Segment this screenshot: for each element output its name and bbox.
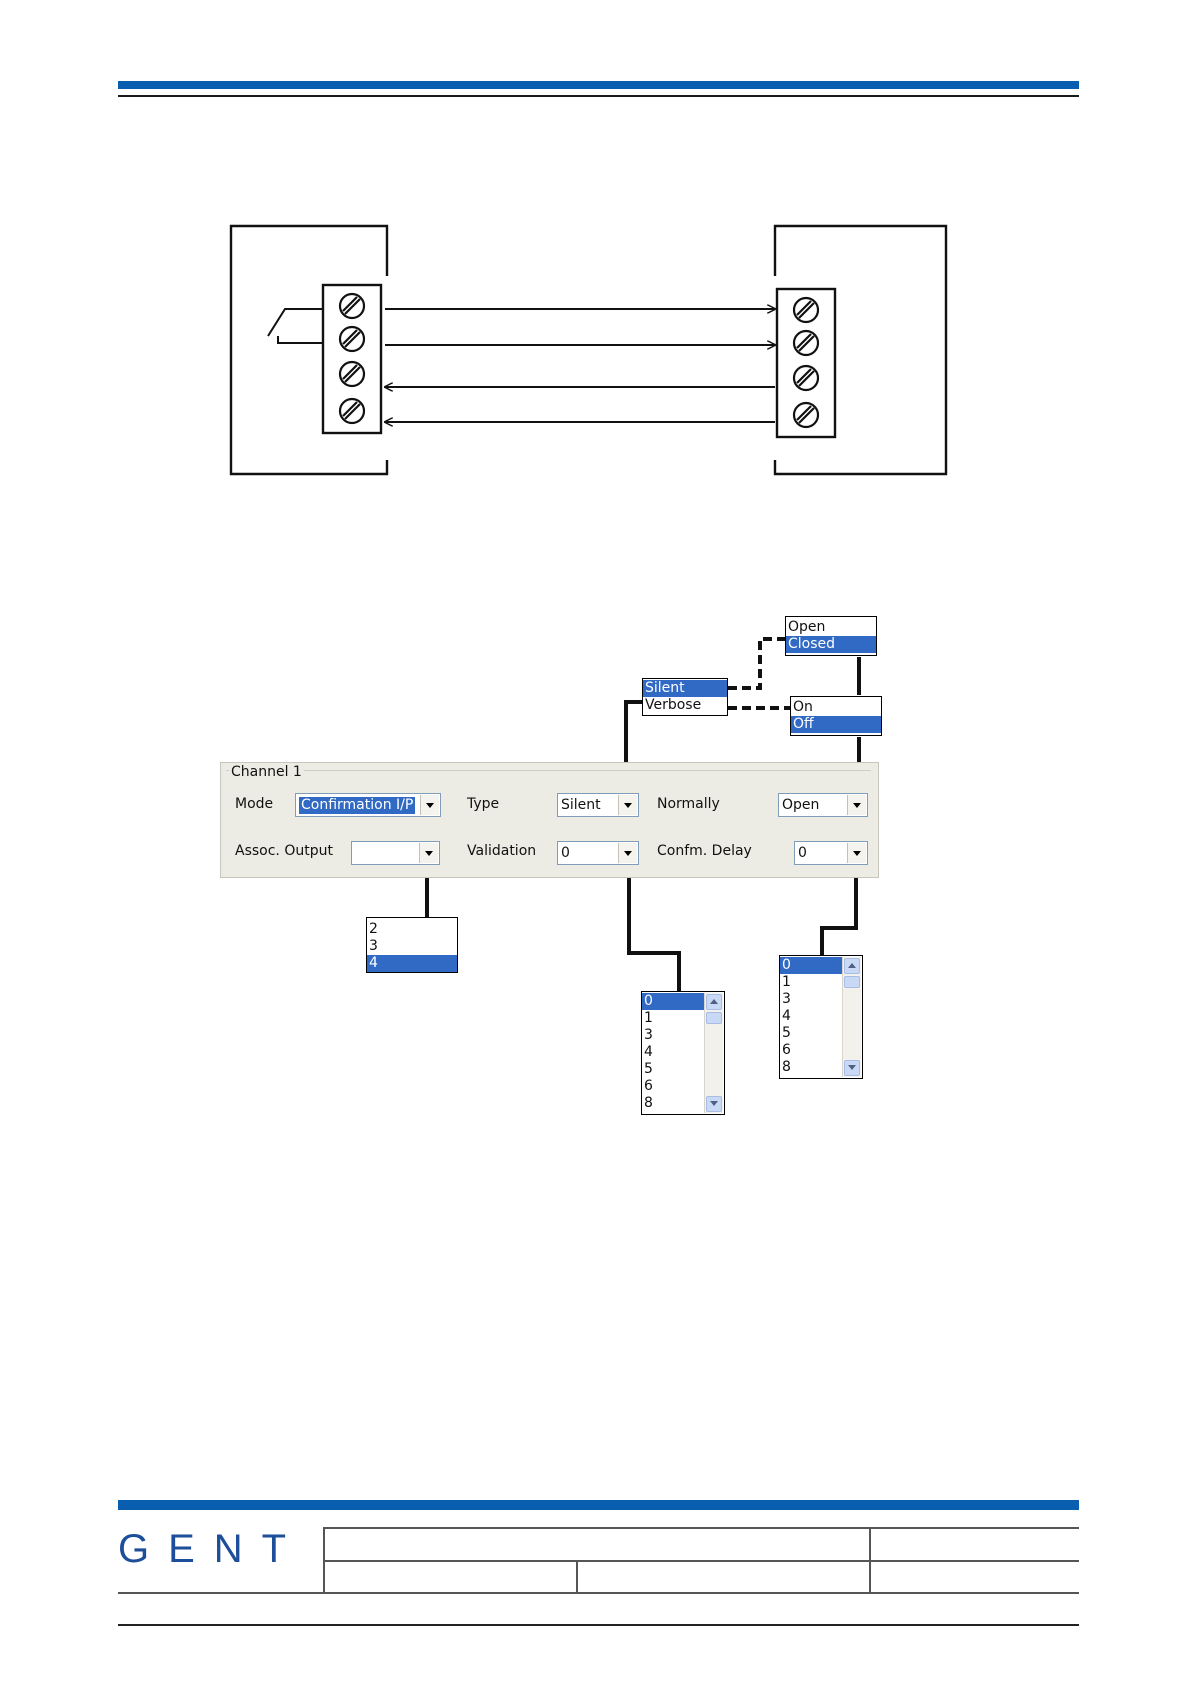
footer-table-col-3	[576, 1560, 578, 1593]
list-item[interactable]: On	[791, 699, 881, 716]
footer-table-col-1	[323, 1527, 325, 1593]
normally-value: Open	[782, 797, 819, 814]
list-item[interactable]: Closed	[786, 636, 876, 653]
type-combo[interactable]: Silent	[557, 793, 639, 817]
footer-rule-blue	[118, 1500, 1079, 1510]
list-item[interactable]: 8	[642, 1095, 704, 1112]
footer-table-mid	[323, 1560, 1079, 1562]
list-item[interactable]: 0	[642, 993, 704, 1010]
list-item[interactable]: 3	[367, 938, 457, 955]
list-item[interactable]: 1	[780, 974, 842, 991]
channel-group-label: Channel 1	[229, 763, 304, 781]
scroll-down-icon[interactable]	[706, 1096, 722, 1112]
assoc-output-combo[interactable]	[351, 841, 440, 865]
scroll-up-icon[interactable]	[844, 958, 860, 974]
list-item[interactable]: 4	[367, 955, 457, 972]
type-dropdown-arrow-icon[interactable]	[618, 795, 637, 815]
type-label: Type	[467, 795, 499, 813]
mode-label: Mode	[235, 795, 273, 813]
validation-label: Validation	[467, 842, 536, 860]
list-item[interactable]: 3	[642, 1027, 704, 1044]
normally-dropdown-arrow-icon[interactable]	[847, 795, 866, 815]
list-item[interactable]: Silent	[643, 680, 727, 697]
scroll-up-icon[interactable]	[706, 994, 722, 1010]
footer-table-bottom	[118, 1592, 1079, 1594]
scroll-thumb[interactable]	[706, 1012, 722, 1024]
confm-delay-label: Confm. Delay	[657, 842, 752, 860]
assoc-output-dropdown-arrow-icon[interactable]	[419, 843, 438, 863]
validation-scrollbar[interactable]	[704, 993, 723, 1113]
type-value: Silent	[561, 797, 601, 814]
mode-dropdown-arrow-icon[interactable]	[420, 795, 439, 815]
list-item[interactable]: 5	[642, 1061, 704, 1078]
list-item[interactable]: 3	[780, 991, 842, 1008]
footer-bottom-rule	[118, 1624, 1079, 1626]
list-item[interactable]: Open	[786, 619, 876, 636]
validation-combo[interactable]: 0	[557, 841, 639, 865]
list-item[interactable]: 6	[642, 1078, 704, 1095]
confm-scrollbar[interactable]	[842, 957, 861, 1077]
footer-table-col-2	[869, 1527, 871, 1593]
list-item[interactable]: 4	[642, 1044, 704, 1061]
validation-dropdown-arrow-icon[interactable]	[618, 843, 637, 863]
validation-value: 0	[561, 845, 570, 862]
list-item[interactable]: 1	[642, 1010, 704, 1027]
normally-combo[interactable]: Open	[778, 793, 868, 817]
scroll-down-icon[interactable]	[844, 1060, 860, 1076]
list-item[interactable]: 6	[780, 1042, 842, 1059]
scroll-thumb[interactable]	[844, 976, 860, 988]
list-item[interactable]: 0	[780, 957, 842, 974]
confm-delay-dropdown-arrow-icon[interactable]	[847, 843, 866, 863]
list-item[interactable]: 2	[367, 921, 457, 938]
gent-logo: GENT	[118, 1524, 318, 1574]
list-item[interactable]: Verbose	[643, 697, 727, 714]
normally-label: Normally	[657, 795, 720, 813]
assoc-output-label: Assoc. Output	[235, 842, 333, 860]
list-item[interactable]: 5	[780, 1025, 842, 1042]
mode-value: Confirmation I/P	[299, 797, 415, 814]
confm-delay-combo[interactable]: 0	[794, 841, 868, 865]
footer-table-top	[323, 1527, 1079, 1529]
mode-combo[interactable]: Confirmation I/P	[295, 793, 441, 817]
list-item[interactable]: Off	[791, 716, 881, 733]
list-item[interactable]: 4	[780, 1008, 842, 1025]
confm-delay-value: 0	[798, 845, 807, 862]
list-item[interactable]: 8	[780, 1059, 842, 1076]
